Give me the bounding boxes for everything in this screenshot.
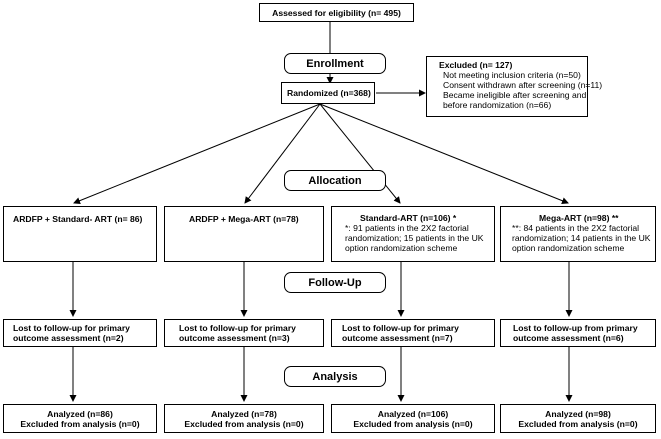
arm-footnote: *: 91 patients in the 2X2 factorial: [345, 223, 469, 233]
analyzed-line: Analyzed (n=98): [545, 409, 611, 419]
arm-title: Mega-ART (n=98) **: [539, 213, 619, 223]
excluded-box: Excluded (n= 127) Not meeting inclusion …: [426, 56, 602, 117]
lost-line: Lost to follow-up from primary: [513, 323, 638, 333]
analyzed-line: Excluded from analysis (n=0): [184, 419, 304, 429]
lost-line: Lost to follow-up for primary: [342, 323, 459, 333]
analyzed-line: Analyzed (n=78): [211, 409, 277, 419]
arm-footnote: option randomization scheme: [512, 243, 625, 253]
analyzed-box-arm-4: Analyzed (n=98) Excluded from analysis (…: [500, 404, 656, 433]
arm-title: ARDFP + Mega-ART (n=78): [189, 214, 299, 224]
arm-footnote: **: 84 patients in the 2X2 factorial: [512, 223, 640, 233]
analyzed-line: Excluded from analysis (n=0): [20, 419, 140, 429]
arrow-to-arm-1: [73, 103, 321, 205]
excluded-reason: Not meeting inclusion criteria (n=50): [443, 70, 581, 80]
arm-box-ardfp-mega-art: ARDFP + Mega-ART (n=78): [164, 206, 324, 262]
analyzed-box-arm-3: Analyzed (n=106) Excluded from analysis …: [331, 404, 495, 433]
lost-box-arm-2: Lost to follow-up for primary outcome as…: [164, 319, 324, 347]
analyzed-box-arm-2: Analyzed (n=78) Excluded from analysis (…: [164, 404, 324, 433]
analyzed-line: Excluded from analysis (n=0): [518, 419, 638, 429]
arrow-to-arm-4: [319, 103, 569, 205]
excluded-reason: Became ineligible after screening and: [443, 90, 587, 100]
assessed-box: Assessed for eligibility (n= 495): [259, 3, 414, 22]
lost-line: Lost to follow-up for primary: [13, 323, 130, 333]
analyzed-box-arm-1: Analyzed (n=86) Excluded from analysis (…: [3, 404, 157, 433]
arm-box-standard-art: Standard-ART (n=106) * *: 91 patients in…: [331, 206, 495, 262]
arm-title: Standard-ART (n=106) *: [360, 213, 457, 223]
lost-line: Lost to follow-up for primary: [179, 323, 296, 333]
arrow-to-arm-2: [244, 103, 321, 204]
arrow-to-arm-3: [319, 103, 401, 204]
analyzed-line: Excluded from analysis (n=0): [353, 419, 473, 429]
excluded-reason: before randomization (n=66): [443, 100, 552, 110]
arm-box-mega-art: Mega-ART (n=98) ** **: 84 patients in th…: [500, 206, 656, 262]
analysis-stage: Analysis: [284, 366, 386, 387]
arm-footnote: randomization; 15 patients in the UK: [345, 233, 484, 243]
analyzed-line: Analyzed (n=106): [377, 409, 449, 419]
analyzed-line: Analyzed (n=86): [47, 409, 113, 419]
arm-footnote: option randomization scheme: [345, 243, 458, 253]
lost-box-arm-3: Lost to follow-up for primary outcome as…: [331, 319, 495, 347]
randomized-label: Randomized (n=368): [287, 88, 371, 98]
lost-line: outcome assessment (n=7): [342, 333, 453, 343]
lost-box-arm-4: Lost to follow-up from primary outcome a…: [500, 319, 656, 347]
arm-box-ardfp-standard-art: ARDFP + Standard- ART (n= 86): [3, 206, 157, 262]
allocation-stage: Allocation: [284, 170, 386, 191]
excluded-title: Excluded (n= 127): [439, 60, 513, 70]
follow-up-stage: Follow-Up: [284, 272, 386, 293]
arm-footnote: randomization; 14 patients in the UK: [512, 233, 651, 243]
lost-box-arm-1: Lost to follow-up for primary outcome as…: [3, 319, 157, 347]
randomized-box: Randomized (n=368): [281, 82, 375, 104]
lost-line: outcome assessment (n=6): [513, 333, 624, 343]
assessed-label: Assessed for eligibility (n= 495): [272, 8, 401, 18]
lost-line: outcome assessment (n=2): [13, 333, 124, 343]
arm-title: ARDFP + Standard- ART (n= 86): [13, 214, 143, 224]
enrollment-stage: Enrollment: [284, 53, 386, 74]
lost-line: outcome assessment (n=3): [179, 333, 290, 343]
excluded-reason: Consent withdrawn after screening (n=11): [443, 80, 603, 90]
